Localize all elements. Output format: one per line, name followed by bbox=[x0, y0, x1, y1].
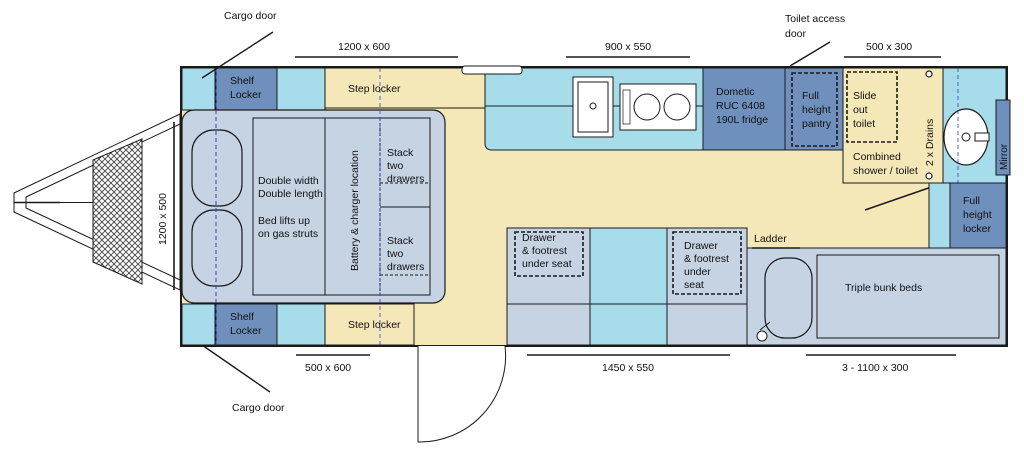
bunks-label: Triple bunk beds bbox=[845, 282, 922, 294]
combined-l2: shower / toilet bbox=[853, 165, 918, 177]
fridge-l3: 190L fridge bbox=[716, 114, 768, 126]
mirror-label: Mirror bbox=[999, 143, 1010, 170]
slide-toilet-l2: out bbox=[853, 104, 868, 116]
pantry-l2: height bbox=[802, 104, 831, 116]
locker-right-l1: Full bbox=[963, 195, 980, 207]
bed-l2: Double length bbox=[258, 188, 323, 200]
dinette-seat-right bbox=[666, 227, 748, 305]
shelf-locker-bottom-l1: Shelf bbox=[230, 311, 254, 323]
pantry bbox=[784, 67, 844, 151]
slide-out-toilet bbox=[846, 71, 898, 143]
mirror bbox=[995, 99, 1011, 176]
dim-1200x500: 1200 x 500 bbox=[157, 193, 169, 245]
shelf-locker-bottom bbox=[215, 303, 278, 346]
fridge-l2: RUC 6408 bbox=[716, 100, 765, 112]
drawers-top-l1: Stack bbox=[387, 147, 414, 159]
seat-right-l4: seat bbox=[684, 279, 704, 291]
seat-right-l2: & footrest bbox=[684, 253, 729, 265]
seat-right-l1: Drawer bbox=[684, 240, 718, 252]
seat-left-l3: under seat bbox=[522, 258, 572, 270]
locker-right-l2: height bbox=[963, 209, 992, 221]
pillow-bottom bbox=[191, 209, 243, 287]
dim-3x1100x300: 3 - 1100 x 300 bbox=[842, 362, 909, 374]
drawers-bottom-l2: two bbox=[387, 248, 404, 260]
dim-1200x600: 1200 x 600 bbox=[338, 41, 390, 53]
battery-label: Battery & charger location bbox=[349, 150, 361, 271]
drawers-top-l3: drawers bbox=[387, 173, 424, 185]
drawers-bottom-l1: Stack bbox=[387, 235, 414, 247]
step-locker-top-label: Step locker bbox=[348, 83, 401, 95]
bed-l5: on gas struts bbox=[258, 228, 318, 240]
dinette-table bbox=[589, 227, 668, 305]
cargo-door-top-label: Cargo door bbox=[224, 10, 277, 22]
shelf-locker-bottom-l2: Locker bbox=[230, 325, 262, 337]
step-locker-bottom bbox=[324, 303, 415, 346]
step-locker-bottom-label: Step locker bbox=[348, 319, 401, 331]
fridge-l1: Dometic bbox=[716, 86, 755, 98]
dim-900x550: 900 x 550 bbox=[605, 41, 651, 53]
dim-500x600: 500 x 600 bbox=[305, 362, 351, 374]
front-bottom-cabinet bbox=[181, 303, 216, 346]
shelf-locker-top-l1: Shelf bbox=[230, 75, 254, 87]
seat-left-l2: & footrest bbox=[522, 245, 567, 257]
gas-bottle-mesh bbox=[92, 138, 143, 285]
drawers-top-l2: two bbox=[387, 160, 404, 172]
double-bed bbox=[181, 109, 446, 304]
bottom-cabinet-2 bbox=[276, 303, 326, 346]
dim-1450x550: 1450 x 550 bbox=[602, 362, 654, 374]
seat-left-l1: Drawer bbox=[522, 232, 556, 244]
shelf-locker-top-l2: Locker bbox=[230, 89, 262, 101]
slide-toilet-l1: Slide bbox=[853, 90, 877, 102]
entry-door-swing bbox=[417, 345, 507, 443]
top-cabinet-2 bbox=[276, 67, 326, 111]
combined-l1: Combined bbox=[853, 151, 901, 163]
cargo-door-bottom-label: Cargo door bbox=[232, 402, 285, 414]
dim-500x300: 500 x 300 bbox=[866, 41, 912, 53]
pantry-l1: Full bbox=[802, 90, 819, 102]
locker-right-l3: locker bbox=[963, 223, 992, 235]
toilet-access-label-1: Toilet access bbox=[785, 13, 845, 25]
seat-right-l3: under bbox=[684, 266, 711, 278]
front-top-cabinet bbox=[181, 67, 216, 111]
pantry-l3: pantry bbox=[802, 118, 832, 130]
dinette-seat-left bbox=[506, 227, 591, 305]
drawers-bottom-l3: drawers bbox=[387, 261, 424, 273]
bed-l4: Bed lifts up bbox=[258, 215, 310, 227]
toilet-access-label-2: door bbox=[785, 28, 807, 40]
window-top bbox=[461, 65, 523, 75]
bunk-chair bbox=[764, 257, 813, 339]
ladder-label: Ladder bbox=[754, 233, 787, 245]
drains-label: 2 x Drains bbox=[924, 119, 936, 166]
bed-l1: Double width bbox=[258, 175, 319, 187]
pillow-top bbox=[191, 129, 243, 207]
bathroom bbox=[842, 67, 944, 184]
slide-toilet-l3: toilet bbox=[853, 118, 875, 130]
